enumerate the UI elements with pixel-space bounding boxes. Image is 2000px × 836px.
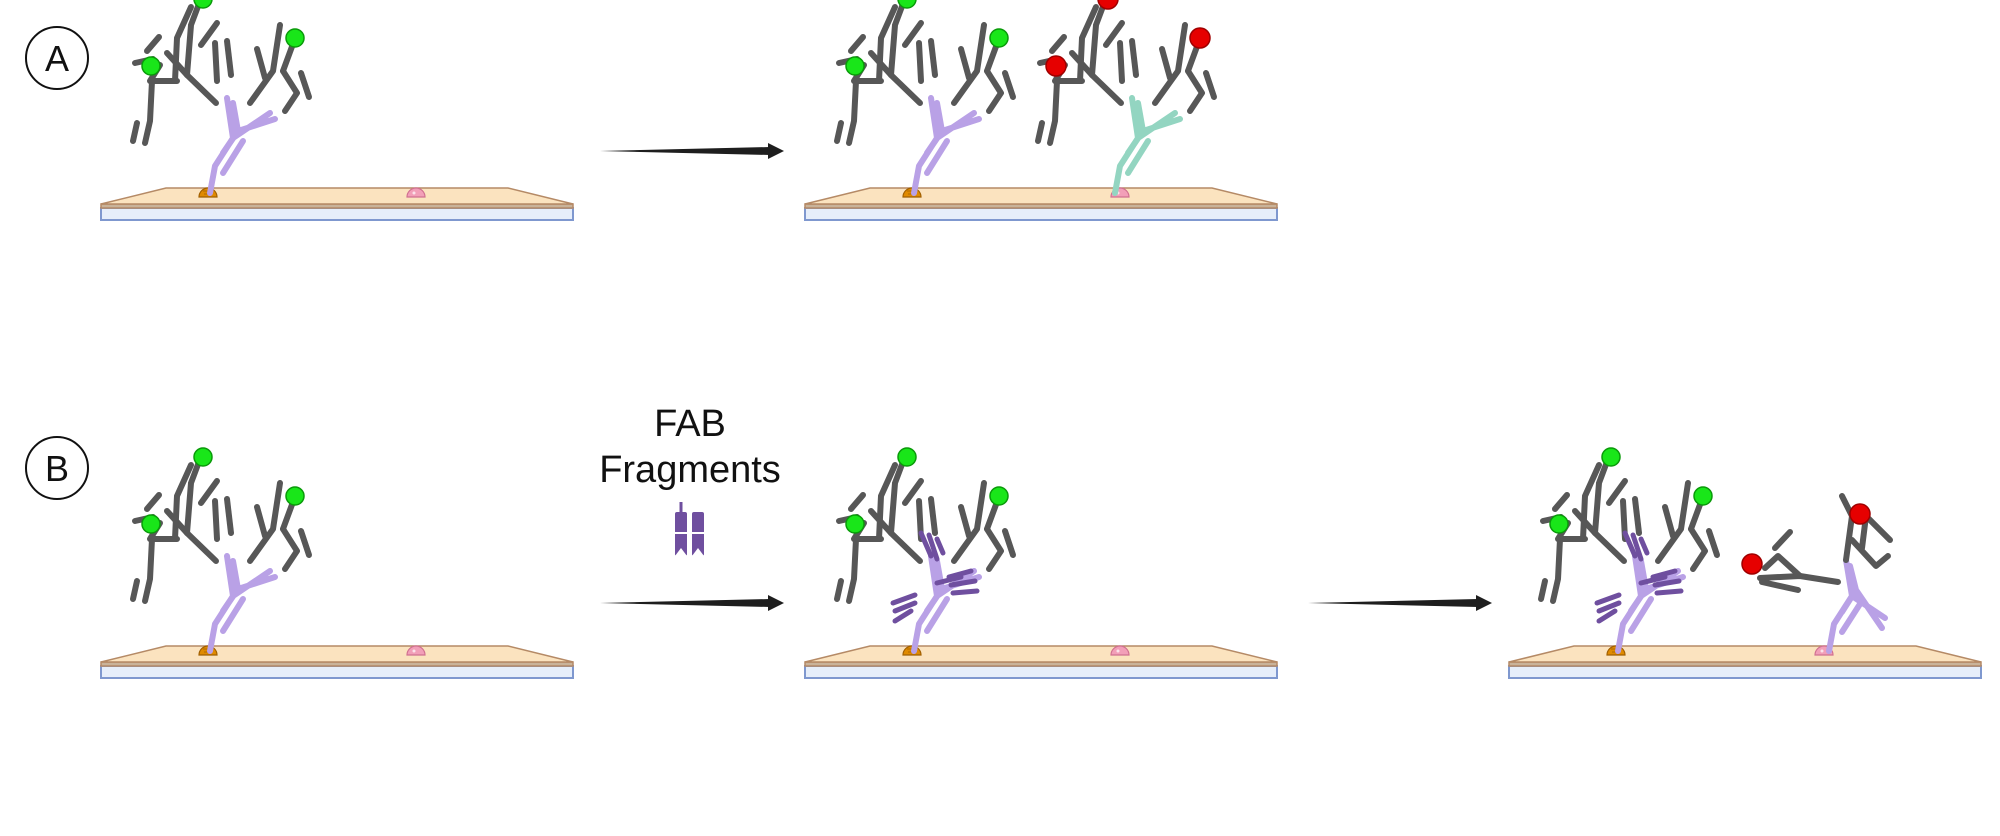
- arrow: [1308, 595, 1492, 611]
- arrow: [600, 595, 784, 611]
- panel-b-label-badge: B: [25, 436, 89, 500]
- arrow: [600, 143, 784, 159]
- fab-fragment-icon: [675, 502, 704, 556]
- fab-label-line-2: Fragments: [599, 449, 781, 491]
- red-labelled-antibody-complex: [1038, 0, 1214, 193]
- panel-b-step-2: [804, 448, 1278, 679]
- red-labelled-antibody-complex-b: [1741, 493, 1893, 654]
- green-labelled-antibody-complex: [837, 0, 1013, 193]
- panel-a-step-2: [804, 0, 1278, 221]
- slide: [100, 645, 574, 679]
- slide: [100, 187, 574, 221]
- green-labelled-antibody-complex: [133, 448, 309, 651]
- slide: [804, 645, 1278, 679]
- panel-b-step-1: [100, 448, 574, 679]
- fab-fragments-callout: FAB Fragments: [599, 403, 781, 556]
- panel-b-step-3: [1508, 448, 1982, 679]
- green-labelled-antibody-complex: [133, 0, 309, 193]
- panel-b: B FAB Fragments: [25, 403, 1982, 679]
- panel-a-label: A: [45, 38, 69, 79]
- panel-a-label-badge: A: [25, 26, 89, 90]
- panel-a-step-1: [100, 0, 574, 221]
- panel-b-label: B: [45, 448, 69, 489]
- green-labelled-antibody-complex: [837, 448, 1013, 651]
- slide: [804, 187, 1278, 221]
- green-labelled-antibody-complex: [1541, 448, 1717, 651]
- slide: [1508, 645, 1982, 679]
- panel-a: A: [25, 0, 1278, 221]
- fab-label-line-1: FAB: [654, 403, 726, 445]
